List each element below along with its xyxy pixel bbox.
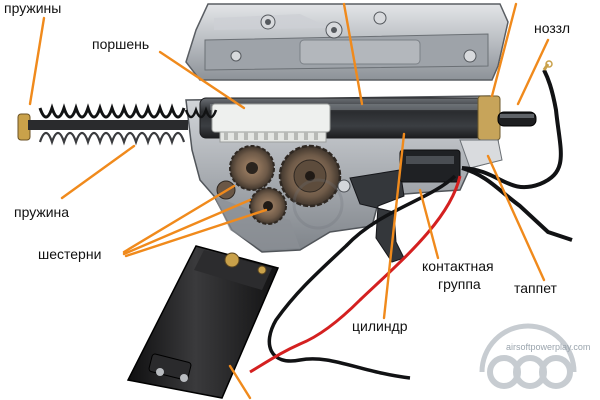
arrow-nozzle-head [490, 2, 518, 98]
wiring [249, 60, 573, 380]
watermark-logo [479, 323, 577, 389]
gearbox-top-shell [185, 3, 509, 81]
label-cylinder: цилиндр [352, 318, 408, 334]
center-watermark [292, 178, 344, 230]
arrow-spring [60, 144, 136, 200]
arrow-gears-2 [122, 198, 252, 256]
trigger-and-contacts [337, 149, 461, 263]
label-nozzle: ноззл [534, 20, 571, 36]
arrow-cylinder [382, 132, 406, 320]
arrow-gears-3 [124, 208, 268, 258]
arrow-piston [158, 50, 246, 110]
piston [211, 103, 331, 143]
arrow-top-shell [342, 2, 364, 106]
gears [216, 144, 342, 225]
arrow-motor [228, 364, 252, 400]
arrow-nozzle [516, 38, 550, 106]
label-piston: поршень [92, 36, 150, 52]
label-contact-group-line2: группа [438, 276, 481, 292]
label-contact-group-line1: контактная [422, 258, 494, 274]
label-springs-top: пружины [4, 0, 62, 16]
label-gears: шестерни [38, 246, 102, 262]
arrow-contacts [418, 188, 440, 260]
label-spring: пружина [14, 204, 70, 220]
arrow-springs [28, 16, 46, 106]
motor [126, 245, 280, 399]
arrow-tappet [486, 154, 546, 282]
spring-assembly [17, 103, 218, 146]
watermark-site-text: airsoftpowerplay.com [506, 342, 591, 352]
arrow-gears-1 [122, 184, 236, 254]
label-tappet: таппет [514, 280, 557, 296]
